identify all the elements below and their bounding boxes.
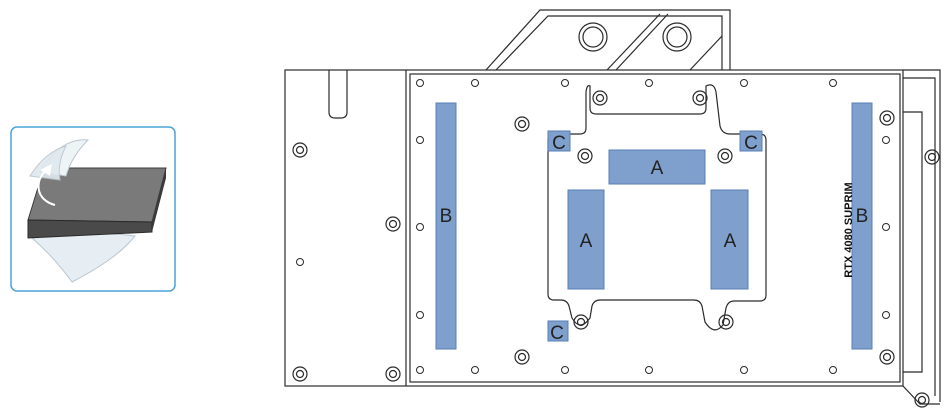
pad-c-top-right xyxy=(739,130,763,152)
pad-c-top-left xyxy=(547,130,571,152)
pad-a-right xyxy=(710,189,749,290)
pad-label-b-left: B xyxy=(440,206,453,227)
pad-label-a-left: A xyxy=(580,231,593,252)
screw-hole-9 xyxy=(577,148,593,164)
pad-label-c-bottom-left: C xyxy=(550,323,564,344)
thermal-pads xyxy=(435,102,873,350)
screw-hole-6 xyxy=(514,349,530,365)
screw-hole-3 xyxy=(292,366,308,382)
pad-b-left xyxy=(435,102,457,350)
screw-hole-1 xyxy=(292,142,308,158)
heatsink-top-screw-2 xyxy=(662,22,692,52)
screw-hole-4 xyxy=(385,366,401,382)
screw-hole-icon xyxy=(292,90,940,408)
screw-hole-8 xyxy=(692,90,708,106)
heatsink-top-screw-1 xyxy=(578,22,608,52)
board-model-text: RTX 4080 SUPRIM xyxy=(843,182,855,277)
screw-hole-16 xyxy=(914,392,930,408)
pad-label-b-right: B xyxy=(856,206,869,227)
peel-protective-film-icon xyxy=(27,139,167,283)
screw-hole-14 xyxy=(879,349,895,365)
pad-label-c-top-left: C xyxy=(552,133,566,154)
screw-hole-7 xyxy=(592,90,608,106)
backplate-frame xyxy=(284,69,941,405)
screw-hole-15 xyxy=(924,149,940,165)
small-holes xyxy=(296,79,890,374)
screw-hole-2 xyxy=(385,216,401,232)
heatsink-top-fin xyxy=(485,9,731,71)
pad-a-top xyxy=(608,149,706,185)
screw-hole-5 xyxy=(514,116,530,132)
screw-hole-12 xyxy=(718,314,734,330)
pad-b-right xyxy=(851,102,873,350)
pad-a-left xyxy=(567,189,605,290)
peel-film-inset xyxy=(10,126,176,292)
screw-hole-13 xyxy=(879,110,895,126)
screw-hole-11 xyxy=(573,314,589,330)
pad-label-a-right: A xyxy=(724,231,737,252)
screw-hole-10 xyxy=(717,148,733,164)
pad-c-bottom-left xyxy=(547,320,569,342)
pad-label-a-top: A xyxy=(651,158,664,179)
pad-label-c-top-right: C xyxy=(744,133,758,154)
